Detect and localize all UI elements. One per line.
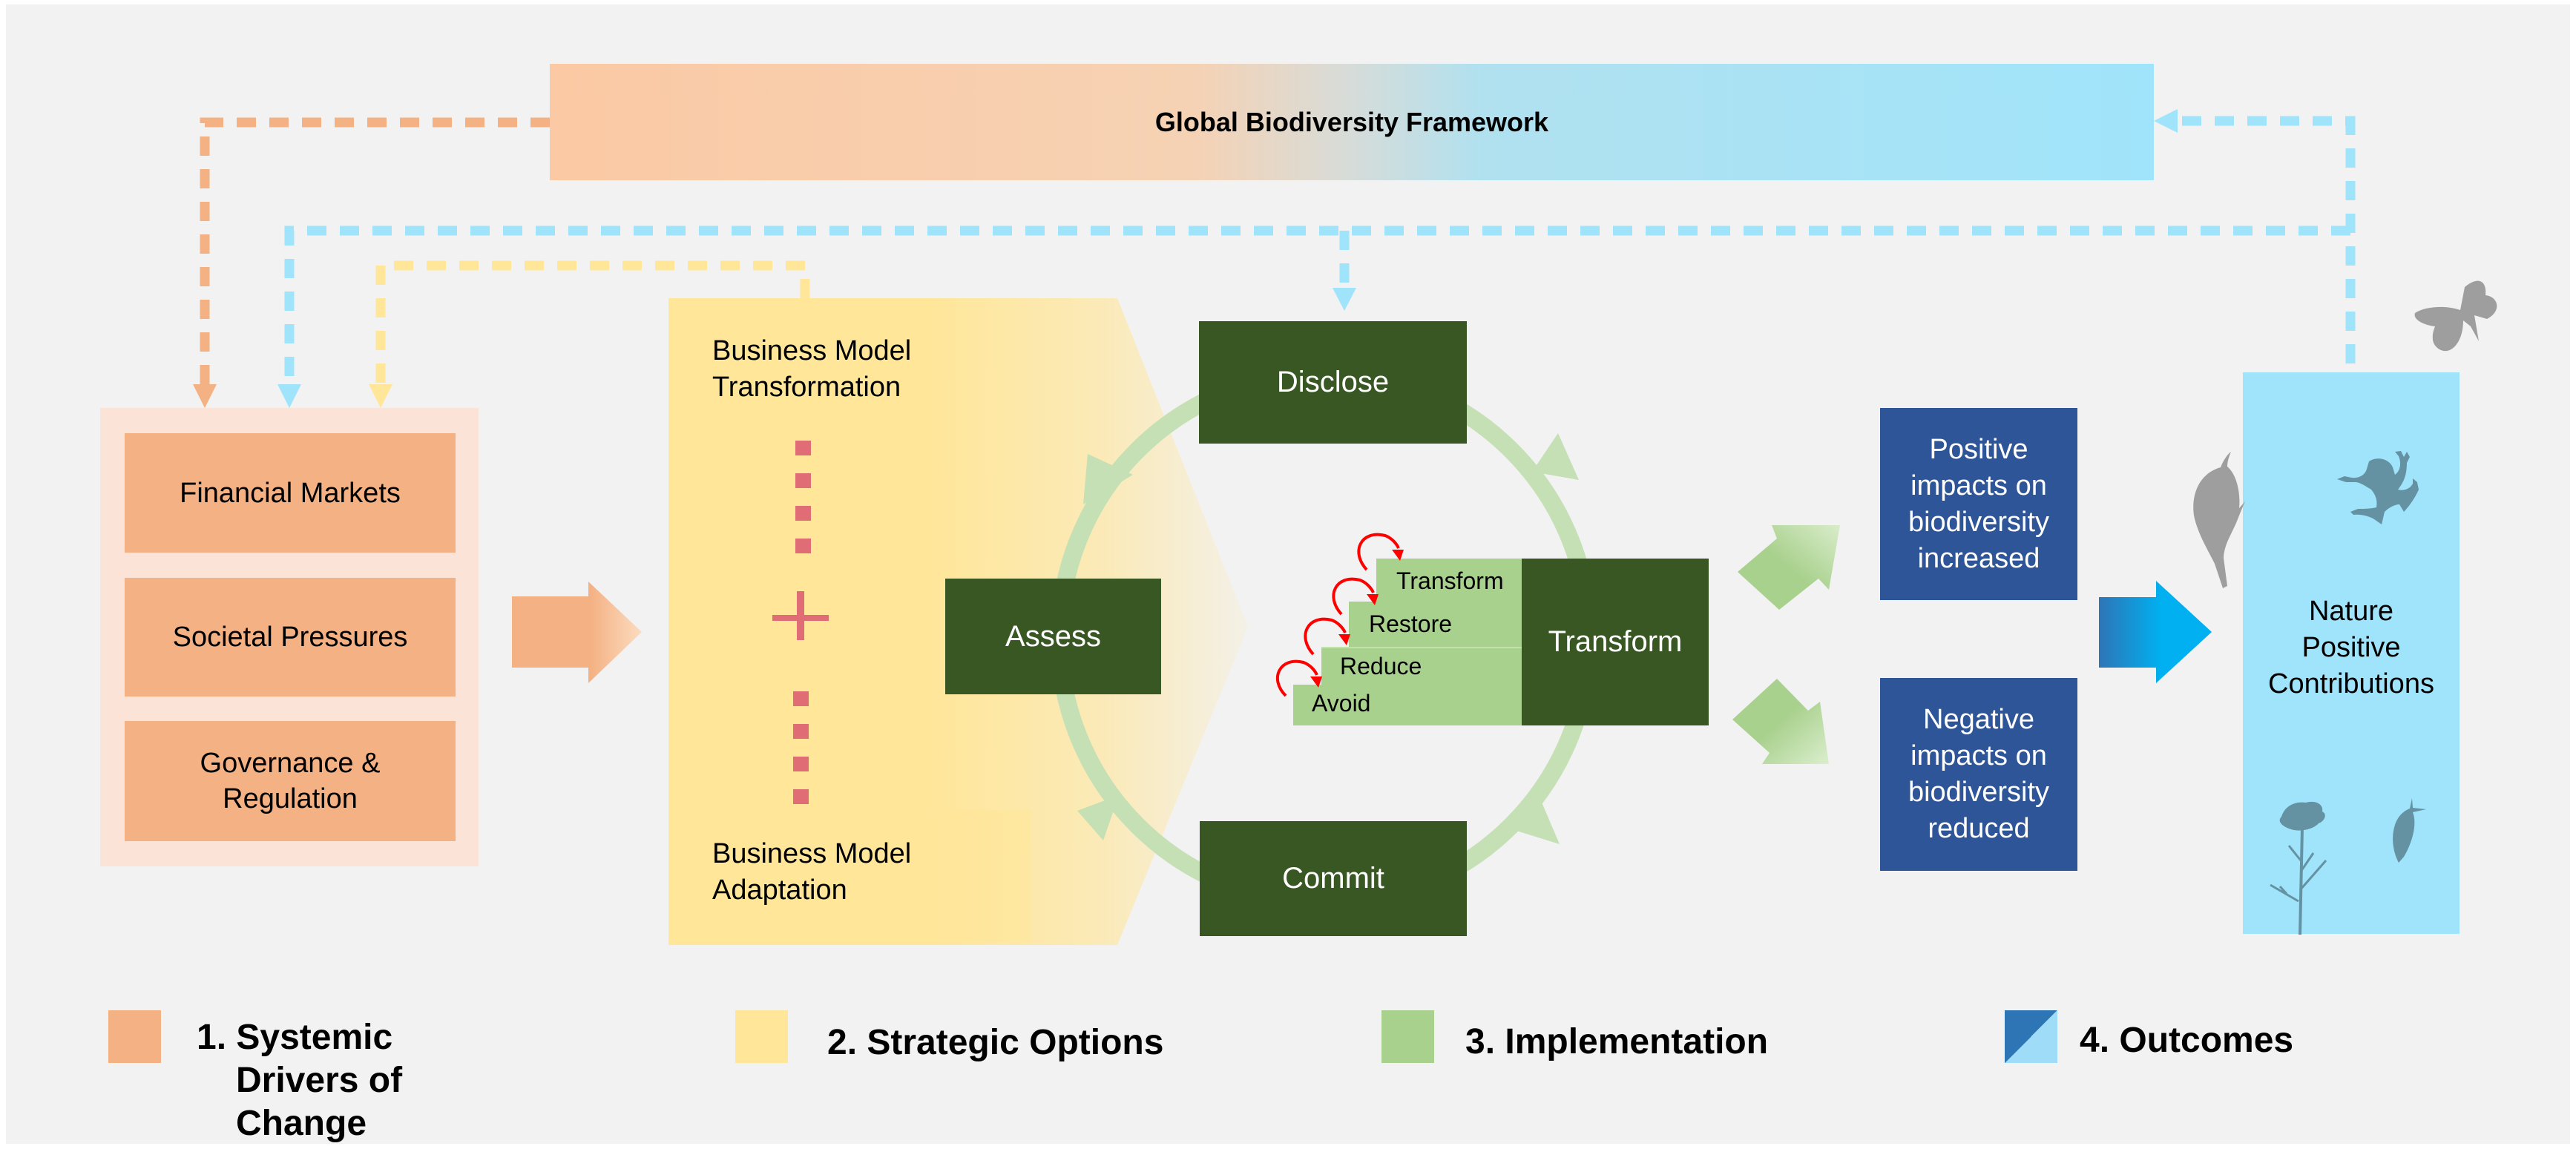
hierarchy-step-arrows xyxy=(1275,533,1400,697)
blue-feedback-arrowhead-disclose xyxy=(1333,288,1356,311)
step-restore: Restore xyxy=(1369,610,1453,637)
legend-item-outcomes: 4. Outcomes xyxy=(2080,1019,2293,1062)
feedback-blue-nature-to-drivers xyxy=(284,116,2356,386)
nature-positive-label: Nature Positive Contributions xyxy=(2243,593,2460,702)
step-transform: Transform xyxy=(1396,567,1504,594)
drivers-to-strategy-arrow xyxy=(512,582,642,683)
gbf-title: Global Biodiversity Framework xyxy=(1154,106,1549,137)
cycle-arrowhead-commit-to-transform xyxy=(1517,794,1560,844)
negative-impacts-label: Negative impacts on biodiversity reduced xyxy=(1908,704,2050,844)
nature-positive-text: Nature Positive Contributions xyxy=(2268,596,2434,699)
cycle-arrowhead-assess-to-commit xyxy=(1077,795,1119,840)
legend-label-outcomes: 4. Outcomes xyxy=(2080,1021,2294,1060)
strategy-continuum-divider xyxy=(793,441,811,804)
negative-impacts-box: Negative impacts on biodiversity reduced xyxy=(1880,678,2077,871)
butterfly-icon xyxy=(2414,280,2497,352)
slug-icon xyxy=(2393,798,2426,863)
commit-label: Commit xyxy=(1282,862,1384,895)
driver-label: Societal Pressures xyxy=(172,622,408,653)
driver-label: Governance & Regulation xyxy=(200,748,381,814)
plus-icon xyxy=(772,591,829,640)
legend-item-drivers: 1. Systemic Drivers of Change xyxy=(197,1016,464,1145)
business-model-adaptation-label: Business Model Adaptation xyxy=(712,838,912,906)
assess-box: Assess xyxy=(945,579,1161,694)
frog-icon xyxy=(2337,451,2419,524)
disclose-box: Disclose xyxy=(1199,321,1467,444)
positive-impacts-label: Positive impacts on biodiversity increas… xyxy=(1908,433,2050,574)
cycle-arrowhead-transform-to-disclose xyxy=(1532,433,1579,480)
transform-to-positive-arrow xyxy=(1738,525,1840,610)
legend-label-drivers: 1. Systemic Drivers of Change xyxy=(197,1018,403,1143)
commit-box: Commit xyxy=(1200,821,1467,936)
driver-financial-markets: Financial Markets xyxy=(125,433,456,553)
positive-impacts-box: Positive impacts on biodiversity increas… xyxy=(1880,408,2077,600)
step-arrow-reduce-to-restore xyxy=(1304,617,1347,656)
transform-to-negative-arrow xyxy=(1732,679,1829,764)
step-arrow-avoid-to-reduce xyxy=(1275,659,1318,697)
legend-label-implementation: 3. Implementation xyxy=(1465,1022,1769,1061)
legend-swatch-strategy xyxy=(735,1010,788,1063)
blue-feedback-arrowhead-drivers xyxy=(277,384,301,408)
legend-item-strategy: 2. Strategic Options xyxy=(827,1021,1163,1064)
hierarchy-step-arrowheads xyxy=(1310,550,1404,688)
yellow-feedback-arrowhead xyxy=(369,384,392,408)
step-reduce: Reduce xyxy=(1340,653,1422,679)
business-model-transformation-label: Business Model Transformation xyxy=(712,335,912,403)
feedback-yellow-strategy-to-drivers xyxy=(375,260,810,386)
outcomes-to-nature-arrow xyxy=(2099,581,2212,683)
step-arrow-restore-to-transform xyxy=(1332,577,1375,616)
bird-icon xyxy=(2193,452,2245,588)
legend-swatch-implementation xyxy=(1381,1010,1434,1063)
feedback-orange-gbf-to-drivers xyxy=(200,117,550,386)
legend-swatch-outcomes xyxy=(2005,1010,2057,1063)
disclose-label: Disclose xyxy=(1276,366,1390,398)
legend-item-implementation: 3. Implementation xyxy=(1465,1021,1768,1064)
adaptation-highlight xyxy=(668,810,1031,942)
mitigation-staircase xyxy=(1293,559,1523,725)
legend-swatch-drivers xyxy=(108,1010,161,1063)
flower-icon xyxy=(2270,801,2327,935)
driver-label: Financial Markets xyxy=(180,477,401,509)
assess-label: Assess xyxy=(1005,619,1101,653)
blue-feedback-arrowhead-gbf xyxy=(2154,109,2178,133)
transform-box: Transform xyxy=(1522,559,1709,725)
transform-label: Transform xyxy=(1548,625,1683,658)
cycle-arrowhead-disclose-to-assess xyxy=(1083,454,1133,504)
step-arrow-transform-top xyxy=(1357,533,1400,571)
driver-societal-pressures: Societal Pressures xyxy=(125,578,456,697)
orange-feedback-arrowhead xyxy=(193,384,217,408)
driver-governance-regulation: Governance & Regulation xyxy=(125,721,456,841)
global-biodiversity-framework-banner: Global Biodiversity Framework xyxy=(550,64,2154,180)
step-avoid: Avoid xyxy=(1312,690,1371,717)
legend-label-strategy: 2. Strategic Options xyxy=(827,1023,1164,1062)
nature-positive-box xyxy=(2243,372,2460,934)
